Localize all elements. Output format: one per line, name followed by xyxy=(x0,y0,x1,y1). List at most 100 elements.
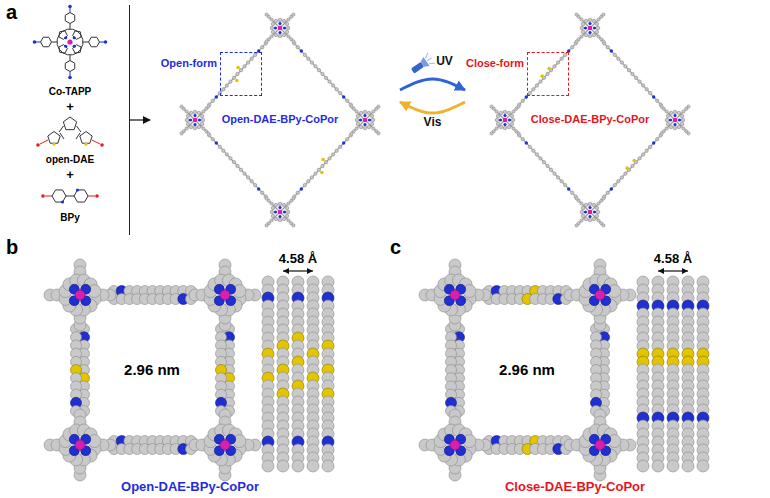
carbon-atom xyxy=(510,122,514,126)
sulfur-atom xyxy=(320,171,324,175)
atom xyxy=(697,460,709,472)
linker-spacefill xyxy=(484,286,572,305)
atom xyxy=(265,40,268,43)
nitrogen-atom xyxy=(584,26,587,29)
nitrogen-atom xyxy=(593,210,596,213)
pyrrole-ring xyxy=(73,31,81,39)
bond xyxy=(88,196,95,197)
carbon-atom xyxy=(282,19,286,23)
atom xyxy=(253,183,256,186)
phenyl-stick xyxy=(590,212,603,225)
carbon-atom xyxy=(189,125,193,129)
atom xyxy=(602,224,605,227)
carbon-atom xyxy=(274,203,278,207)
carbon-atom xyxy=(595,206,599,210)
atom xyxy=(261,191,264,194)
carbon-atom xyxy=(370,122,374,126)
nitrogen-atom xyxy=(588,31,591,34)
carbon-atom xyxy=(359,111,363,115)
atom xyxy=(372,110,375,113)
linker-stick xyxy=(519,135,575,196)
pore-size: 2.96 nm xyxy=(124,361,180,378)
thiophene-ring xyxy=(48,132,60,144)
carbon-atom xyxy=(669,125,673,129)
panel-caption: Close-DAE-BPy-CoPor xyxy=(505,480,645,495)
thiophene-ring xyxy=(80,132,92,144)
atom xyxy=(287,219,290,222)
carbon-atom xyxy=(363,126,367,130)
atom xyxy=(535,84,538,87)
phenyl-stick xyxy=(280,212,293,225)
atom xyxy=(535,153,538,156)
pyrrole-ring xyxy=(59,31,67,39)
pyrrole-ring xyxy=(59,45,67,53)
pyrrole-ring xyxy=(73,45,81,53)
nitrogen-atom xyxy=(363,123,366,126)
bond xyxy=(70,24,71,30)
nitrogen-atom xyxy=(508,118,511,121)
atom xyxy=(215,141,218,144)
nitrogen-atom xyxy=(673,123,676,126)
atom xyxy=(580,35,583,38)
carbon-atom xyxy=(193,126,197,130)
sulfur-atom xyxy=(547,67,551,71)
linker-stick xyxy=(209,135,265,196)
atom xyxy=(687,132,690,135)
atom xyxy=(236,72,239,75)
atom xyxy=(292,224,295,227)
cobalt-atom xyxy=(220,440,230,450)
atom xyxy=(246,61,249,64)
atom xyxy=(211,138,214,141)
lamp-beam xyxy=(427,58,431,61)
atom xyxy=(528,145,531,148)
cobalt-atom xyxy=(503,118,508,123)
carbon-atom xyxy=(286,210,290,214)
atom xyxy=(602,13,605,16)
sulfur-atom xyxy=(236,66,240,70)
bond xyxy=(66,196,74,197)
sulfur-atom xyxy=(632,159,636,163)
atom xyxy=(180,132,183,135)
nitrogen-atom xyxy=(588,206,591,209)
nitrogen-atom xyxy=(503,114,506,117)
cobalt-atom xyxy=(278,26,283,31)
nitrogen-atom xyxy=(76,188,79,191)
carbon-atom xyxy=(200,122,204,126)
node-label: Co-TAPP xyxy=(49,86,92,98)
node-label: + xyxy=(66,168,74,183)
atom xyxy=(331,153,334,156)
atom xyxy=(610,49,613,52)
atom xyxy=(265,224,268,227)
cobalt-atom xyxy=(595,440,605,450)
atom xyxy=(495,127,498,130)
linker-stick xyxy=(209,43,265,104)
node-label: open-DAE xyxy=(46,154,94,166)
porphyrin-spacefill xyxy=(189,259,261,331)
phenyl-stick xyxy=(577,212,590,225)
nitrogen-atom xyxy=(61,200,64,203)
carbon-atom xyxy=(356,114,360,118)
porphyrin-spacefill xyxy=(44,409,116,481)
atom xyxy=(270,18,273,21)
porphyrin-spacefill xyxy=(189,409,261,481)
atom xyxy=(202,110,205,113)
carbon-atom xyxy=(274,217,278,221)
carbon-atom xyxy=(370,114,374,118)
nitrogen-atom xyxy=(503,123,506,126)
carbon-atom xyxy=(363,110,367,114)
linker-stick xyxy=(294,135,350,196)
carbon-atom xyxy=(673,126,677,130)
atom xyxy=(652,95,655,98)
atom xyxy=(490,132,493,135)
atom xyxy=(602,197,605,200)
carbon-atom xyxy=(596,210,600,214)
atom xyxy=(667,460,679,472)
phenyl-stick xyxy=(182,120,195,133)
cobalt-atom xyxy=(75,440,85,450)
atom xyxy=(277,460,289,472)
bond xyxy=(36,42,41,43)
atom xyxy=(346,138,349,141)
nitrogen-atom xyxy=(189,118,192,121)
nitrogen-atom xyxy=(359,118,362,121)
atom xyxy=(546,164,549,167)
